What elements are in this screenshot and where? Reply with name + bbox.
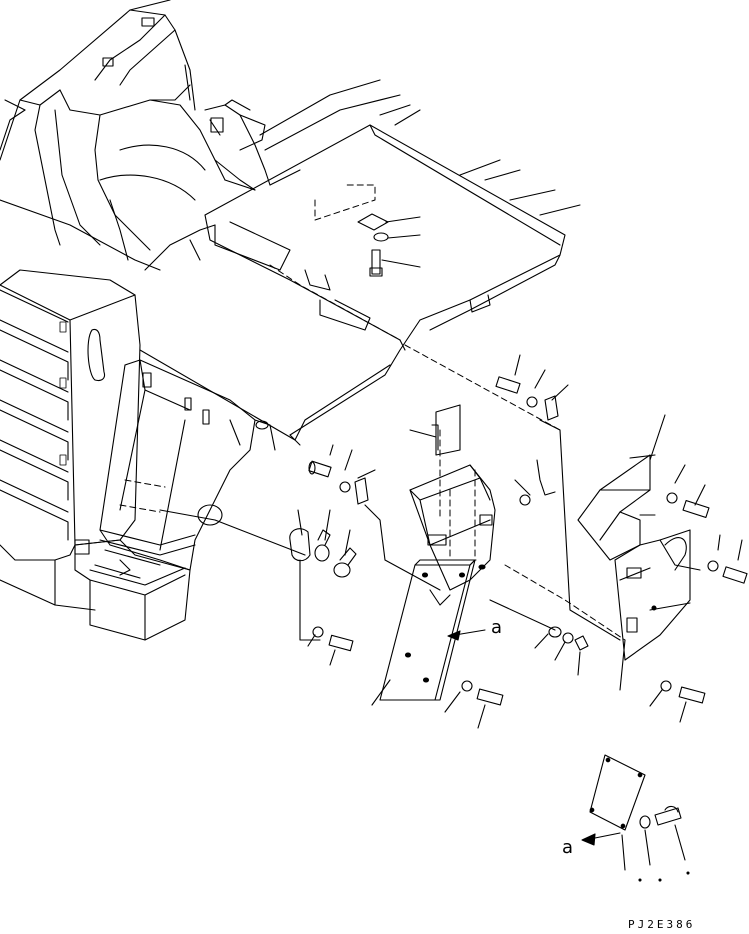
- base-blocks: [74, 539, 191, 641]
- detail-view-a: [581, 754, 690, 882]
- floor-bolt-set: [357, 213, 421, 277]
- latch-hardware: [289, 509, 357, 641]
- grill-housing: [0, 269, 141, 611]
- side-cover-lower: [614, 529, 748, 723]
- drawing-code: PJ2E386: [628, 918, 696, 931]
- front-cover-plate: [371, 559, 486, 706]
- frame-rails: [379, 104, 581, 216]
- floor-plate: [139, 124, 566, 446]
- view-arrow-label-a: a: [491, 617, 503, 638]
- support-column: [99, 359, 306, 571]
- chassis-frame: [0, 0, 401, 271]
- bolt-washer-sets: [307, 354, 626, 729]
- inner-cover: [409, 404, 496, 591]
- side-cover-upper: [577, 414, 710, 561]
- detail-view-label-a: a: [562, 837, 574, 858]
